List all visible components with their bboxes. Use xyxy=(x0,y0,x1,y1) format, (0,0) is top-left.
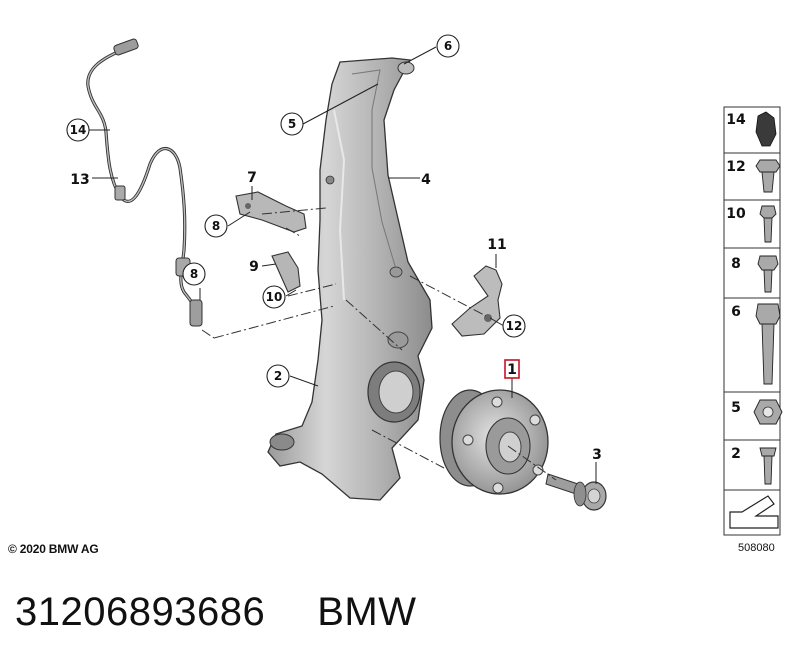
svg-text:7: 7 xyxy=(247,170,257,186)
svg-text:6: 6 xyxy=(444,39,452,53)
callout-10: 10 xyxy=(262,285,286,309)
svg-text:5: 5 xyxy=(731,400,741,416)
callout-8-bracket: 8 xyxy=(204,214,228,238)
copyright-notice: © 2020 BMW AG xyxy=(8,542,99,556)
callout-2: 2 xyxy=(266,364,290,388)
callout-12: 12 xyxy=(502,314,526,338)
legend-item-8: 8 xyxy=(731,255,779,293)
clip-icon xyxy=(755,111,777,147)
part-number: 31206893686 xyxy=(15,590,266,634)
svg-text:2: 2 xyxy=(274,369,282,383)
callout-5: 5 xyxy=(280,112,304,136)
callout-11: 11 xyxy=(487,237,506,253)
callout-6: 6 xyxy=(436,34,460,58)
bracket-11 xyxy=(451,265,503,337)
callout-1: 1 xyxy=(504,359,520,379)
callouts: 1 2 3 4 5 6 7 8 8 9 xyxy=(66,34,602,463)
part-number-line: 31206893686 BMW xyxy=(15,590,416,635)
svg-text:8: 8 xyxy=(190,267,198,281)
wheel-speed-sensor xyxy=(86,38,203,327)
svg-text:11: 11 xyxy=(487,237,506,253)
svg-text:5: 5 xyxy=(288,117,296,131)
svg-text:8: 8 xyxy=(731,256,741,272)
svg-text:3: 3 xyxy=(592,447,602,463)
svg-text:12: 12 xyxy=(506,319,523,333)
svg-text:1: 1 xyxy=(507,362,517,378)
hex-bolt-flange-icon xyxy=(755,159,781,193)
long-bolt-icon xyxy=(755,303,781,385)
legend-item-12: 12 xyxy=(726,159,781,193)
callout-13: 13 xyxy=(70,172,89,188)
hardware-legend: 14 12 10 8 6 5 2 xyxy=(723,106,783,536)
svg-text:10: 10 xyxy=(726,206,746,222)
legend-item-14: 14 xyxy=(726,111,777,147)
legend-item-5: 5 xyxy=(731,399,783,425)
collar-bolt-icon xyxy=(757,255,779,293)
callout-9: 9 xyxy=(249,259,259,275)
hex-bolt-icon xyxy=(759,205,777,243)
bracket-9 xyxy=(271,251,301,293)
svg-text:14: 14 xyxy=(70,123,87,137)
callout-14: 14 xyxy=(66,118,90,142)
callout-3: 3 xyxy=(592,447,602,463)
wheel-hub xyxy=(439,389,549,495)
assembly-lines xyxy=(201,207,557,481)
legend-item-6: 6 xyxy=(731,303,781,385)
callout-7: 7 xyxy=(247,170,257,186)
svg-text:13: 13 xyxy=(70,172,89,188)
callout-8-sensor: 8 xyxy=(182,262,206,286)
svg-text:4: 4 xyxy=(421,172,431,188)
bracket-7 xyxy=(235,191,307,233)
brand-name: BMW xyxy=(317,590,417,634)
svg-text:2: 2 xyxy=(731,446,741,462)
arrow-icon xyxy=(729,495,779,529)
steering-knuckle xyxy=(267,57,433,501)
diagram-id: 508080 xyxy=(738,542,775,554)
svg-text:6: 6 xyxy=(731,304,741,320)
legend-item-2: 2 xyxy=(731,446,777,485)
parts-diagram: 1 2 3 4 5 6 7 8 8 9 xyxy=(66,34,783,536)
legend-item-10: 10 xyxy=(726,205,777,243)
svg-text:14: 14 xyxy=(726,112,746,128)
svg-text:9: 9 xyxy=(249,259,259,275)
leader-lines xyxy=(89,46,597,484)
callout-4: 4 xyxy=(421,172,431,188)
svg-text:12: 12 xyxy=(726,159,745,175)
svg-text:10: 10 xyxy=(266,290,283,304)
torx-bolt-icon xyxy=(759,447,777,485)
svg-text:8: 8 xyxy=(212,219,220,233)
legend-back-arrow xyxy=(729,495,779,529)
